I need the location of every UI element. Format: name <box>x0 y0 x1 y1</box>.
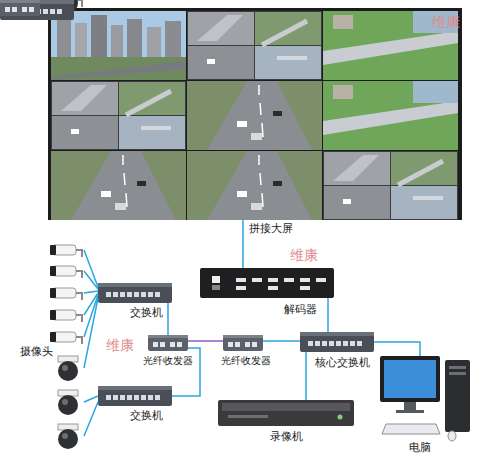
device-label: 交换机 <box>130 409 163 422</box>
network-cable <box>327 298 329 332</box>
network-cable <box>242 220 244 268</box>
device-label: 录像机 <box>270 430 303 443</box>
watermark: 维康 <box>106 337 134 354</box>
fiber-transceiver: 光纤收发器 <box>148 335 188 351</box>
device-label: 交换机 <box>130 306 163 319</box>
camera-group: 摄像头 <box>20 240 84 448</box>
device-label: 解码器 <box>284 303 317 316</box>
recorder-box: 录像机 <box>218 400 354 426</box>
network-cable <box>263 340 300 342</box>
device-label: 光纤收发器 <box>143 355 193 367</box>
device-label: 拼接大屏 <box>249 222 293 235</box>
device-label: 摄像头 <box>20 345 53 358</box>
device-label: 光纤收发器 <box>221 355 271 367</box>
computer-box: 电脑 <box>378 356 472 438</box>
watermark: 维康 <box>290 247 318 264</box>
device-label: 电脑 <box>409 441 431 454</box>
network-cable <box>188 340 223 342</box>
network-cable <box>374 342 420 356</box>
device-label: 核心交换机 <box>315 356 370 369</box>
video-wall: 拼接大屏 <box>48 8 462 220</box>
switch-box: 交换机 <box>98 386 172 406</box>
decoder-box: 解码器 <box>200 268 334 298</box>
switch-box: 交换机 <box>98 283 172 303</box>
core-switch: 核心交换机 <box>300 332 374 352</box>
network-cable <box>84 250 98 368</box>
watermark: 维康 <box>432 14 460 31</box>
network-cable <box>305 352 307 400</box>
network-cable <box>84 396 98 436</box>
network-cable <box>167 303 169 335</box>
fiber-transceiver: 光纤收发器 <box>223 335 263 351</box>
